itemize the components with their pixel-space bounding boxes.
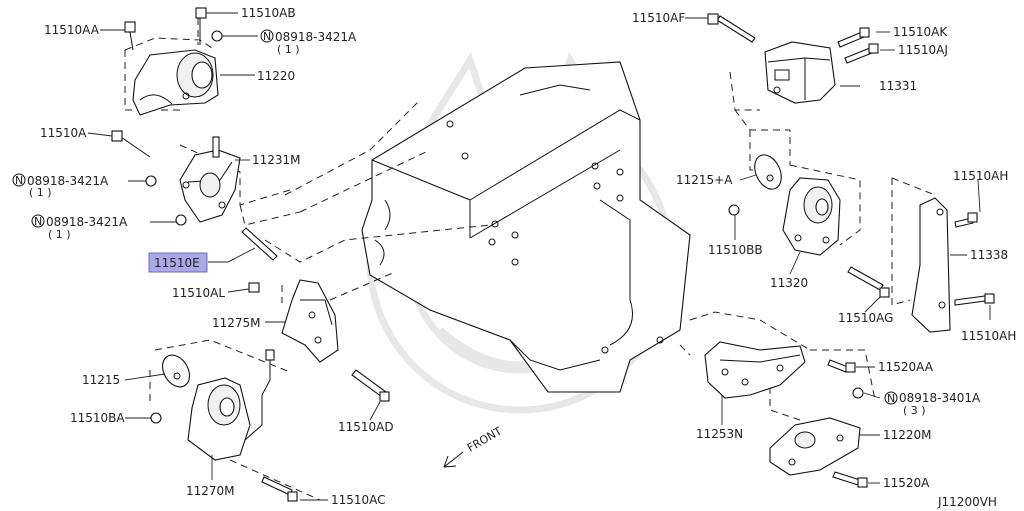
callout-11510AA[interactable]: 11510AA xyxy=(44,23,100,37)
front-arrow: FRONT xyxy=(443,424,504,468)
plate-11338 xyxy=(911,197,951,333)
insulator-11220 xyxy=(132,49,219,116)
callout-11270M[interactable]: 11270M xyxy=(186,484,235,498)
bracket-11253N xyxy=(704,341,806,399)
callout-11510A[interactable]: 11510A xyxy=(40,126,87,140)
callout-11510AJ[interactable]: 11510AJ xyxy=(898,43,948,57)
bracket-11331 xyxy=(764,41,836,104)
nut-mark-icon: N xyxy=(263,30,271,43)
nut-mark-icon: N xyxy=(887,392,895,405)
leader-lines xyxy=(87,12,991,501)
callout-11220M[interactable]: 11220M xyxy=(883,428,932,442)
bracket-11231M xyxy=(179,136,241,223)
callout-08918-3421A-low[interactable]: 08918-3421A xyxy=(46,215,128,229)
front-label: FRONT xyxy=(465,424,504,454)
callout-11510AH-bot[interactable]: 11510AH xyxy=(961,329,1016,343)
callout-qty-top: ( 1 ) xyxy=(277,43,300,56)
damper-disc-11215A xyxy=(754,154,782,190)
callout-08918-3421A-mid[interactable]: 08918-3421A xyxy=(27,174,109,188)
callout-11510AB[interactable]: 11510AB xyxy=(241,6,296,20)
callout-11510AK[interactable]: 11510AK xyxy=(893,25,948,39)
callout-labels: 11510AA 11510AB N 08918-3421A ( 1 ) 1122… xyxy=(12,6,1016,509)
nut-mark-icon: N xyxy=(34,215,42,228)
callout-11215A[interactable]: 11215+A xyxy=(676,173,733,187)
callout-qty-low: ( 1 ) xyxy=(48,228,71,241)
bracket-11220M xyxy=(769,417,861,476)
callout-11510AD[interactable]: 11510AD xyxy=(338,420,394,434)
fasteners-right xyxy=(707,13,995,488)
diagram-code: J11200VH xyxy=(937,495,997,509)
callout-11520A[interactable]: 11520A xyxy=(883,476,930,490)
callout-11510E[interactable]: 11510E xyxy=(154,256,200,270)
callout-11215[interactable]: 11215 xyxy=(82,373,120,387)
bracket-11275M xyxy=(281,279,339,363)
callout-11231M[interactable]: 11231M xyxy=(252,153,301,167)
callout-11253N[interactable]: 11253N xyxy=(696,427,743,441)
callout-08918-3421A-top[interactable]: 08918-3421A xyxy=(275,30,357,44)
callout-11510AC[interactable]: 11510AC xyxy=(331,493,386,507)
highlight-box xyxy=(148,252,208,273)
callout-qty-3401A: ( 3 ) xyxy=(903,404,926,417)
callout-11320[interactable]: 11320 xyxy=(770,276,808,290)
callout-qty-mid: ( 1 ) xyxy=(29,186,52,199)
nut-mark-icon: N xyxy=(15,174,23,187)
callout-11220[interactable]: 11220 xyxy=(257,69,295,83)
insulator-11320 xyxy=(782,177,841,256)
callout-11510AH-top[interactable]: 11510AH xyxy=(953,169,1008,183)
dashed-guides xyxy=(124,18,936,501)
callout-08918-3401A[interactable]: 08918-3401A xyxy=(899,391,981,405)
callout-11510AL[interactable]: 11510AL xyxy=(172,286,225,300)
callout-11520AA[interactable]: 11520AA xyxy=(878,360,934,374)
callout-11331[interactable]: 11331 xyxy=(879,79,917,93)
damper-disc-11215 xyxy=(162,354,190,388)
callout-11510BA[interactable]: 11510BA xyxy=(70,411,125,425)
engine-block xyxy=(361,61,691,393)
callout-11510BB[interactable]: 11510BB xyxy=(708,243,763,257)
insulator-11270M xyxy=(187,349,275,461)
callout-11275M[interactable]: 11275M xyxy=(212,316,261,330)
callout-11510AF[interactable]: 11510AF xyxy=(632,11,685,25)
callout-11510AG[interactable]: 11510AG xyxy=(838,311,893,325)
callout-11338[interactable]: 11338 xyxy=(970,248,1008,262)
